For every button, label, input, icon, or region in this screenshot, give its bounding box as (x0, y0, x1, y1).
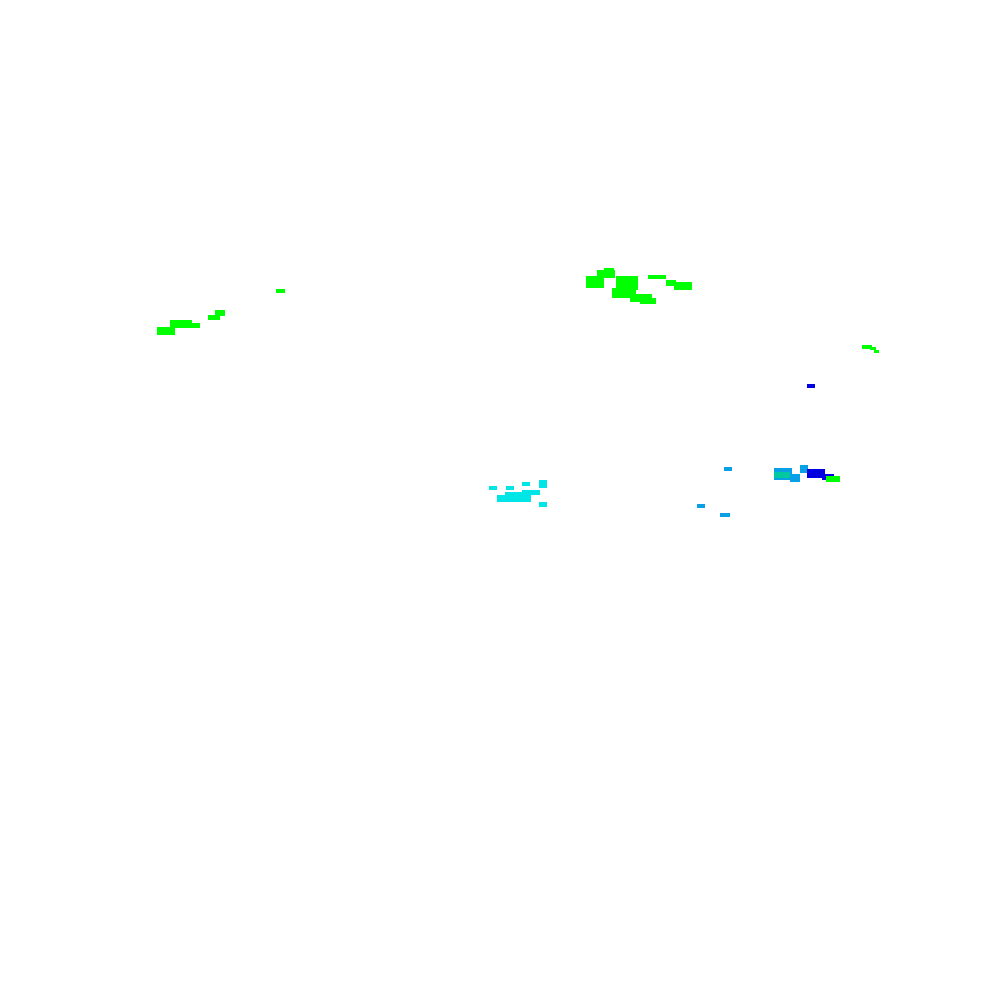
echo-cell (489, 486, 497, 490)
echo-cell (157, 327, 175, 335)
echo-cell (208, 315, 220, 320)
cluster-center-cyan (489, 480, 547, 507)
echo-cell (697, 504, 705, 508)
echo-cell (539, 502, 547, 507)
echo-cell (522, 482, 530, 486)
echo-cell (826, 476, 840, 482)
dot-east-blue (807, 384, 815, 388)
echo-cell (874, 350, 879, 353)
echo-cell (170, 320, 192, 328)
radar-echo-layer (157, 268, 879, 517)
arc-east (862, 345, 879, 353)
echo-cell (674, 282, 692, 290)
echo-cell (622, 282, 638, 290)
echo-cell (522, 490, 540, 495)
echo-cell (215, 310, 225, 316)
echo-cell (724, 467, 732, 471)
echo-cell (870, 347, 876, 350)
echo-cell (807, 469, 825, 478)
echo-cell (862, 345, 872, 349)
echo-cell (506, 486, 514, 490)
echo-cell (648, 275, 666, 279)
echo-cell (666, 280, 676, 286)
echo-cell (640, 298, 656, 304)
echo-cell (807, 384, 815, 388)
echo-cell (497, 495, 531, 502)
echo-cell (720, 513, 730, 517)
cluster-east-mixed (697, 465, 840, 517)
echo-cell (790, 474, 800, 482)
cluster-north-center (586, 268, 692, 304)
cluster-west (157, 289, 285, 335)
echo-cell (276, 289, 285, 293)
echo-cell (184, 323, 200, 328)
echo-cell (612, 288, 636, 298)
echo-cell (800, 465, 808, 473)
echo-cell (539, 480, 547, 488)
echo-cell (586, 276, 604, 288)
echo-cell (505, 492, 523, 496)
echo-cell (774, 472, 790, 478)
echo-cell (604, 268, 614, 272)
echo-cell (597, 270, 615, 278)
